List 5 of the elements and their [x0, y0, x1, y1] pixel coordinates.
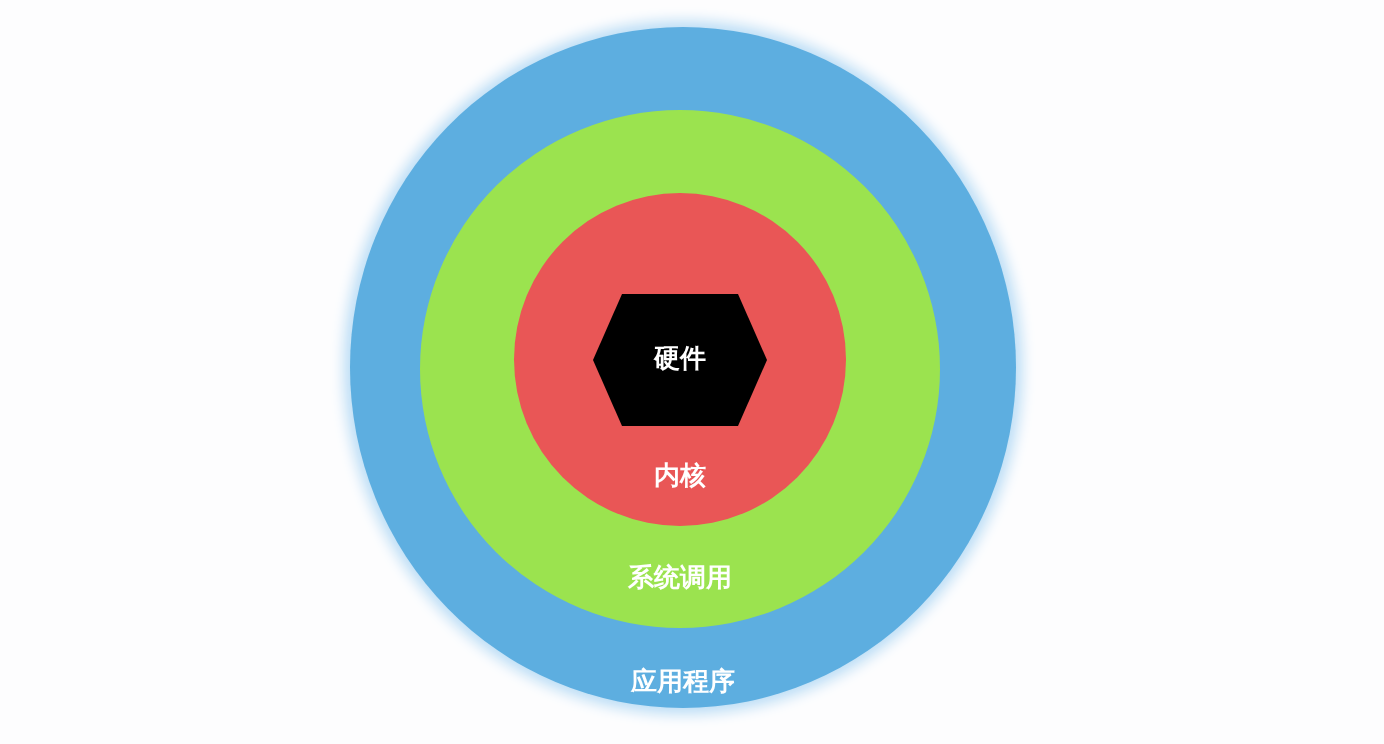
layer-label: 系统调用 [628, 561, 732, 593]
layer-label: 内核 [654, 459, 706, 491]
hexagon [593, 294, 767, 426]
layer-label: 应用程序 [631, 665, 735, 697]
layer-label: 硬件 [654, 342, 706, 374]
